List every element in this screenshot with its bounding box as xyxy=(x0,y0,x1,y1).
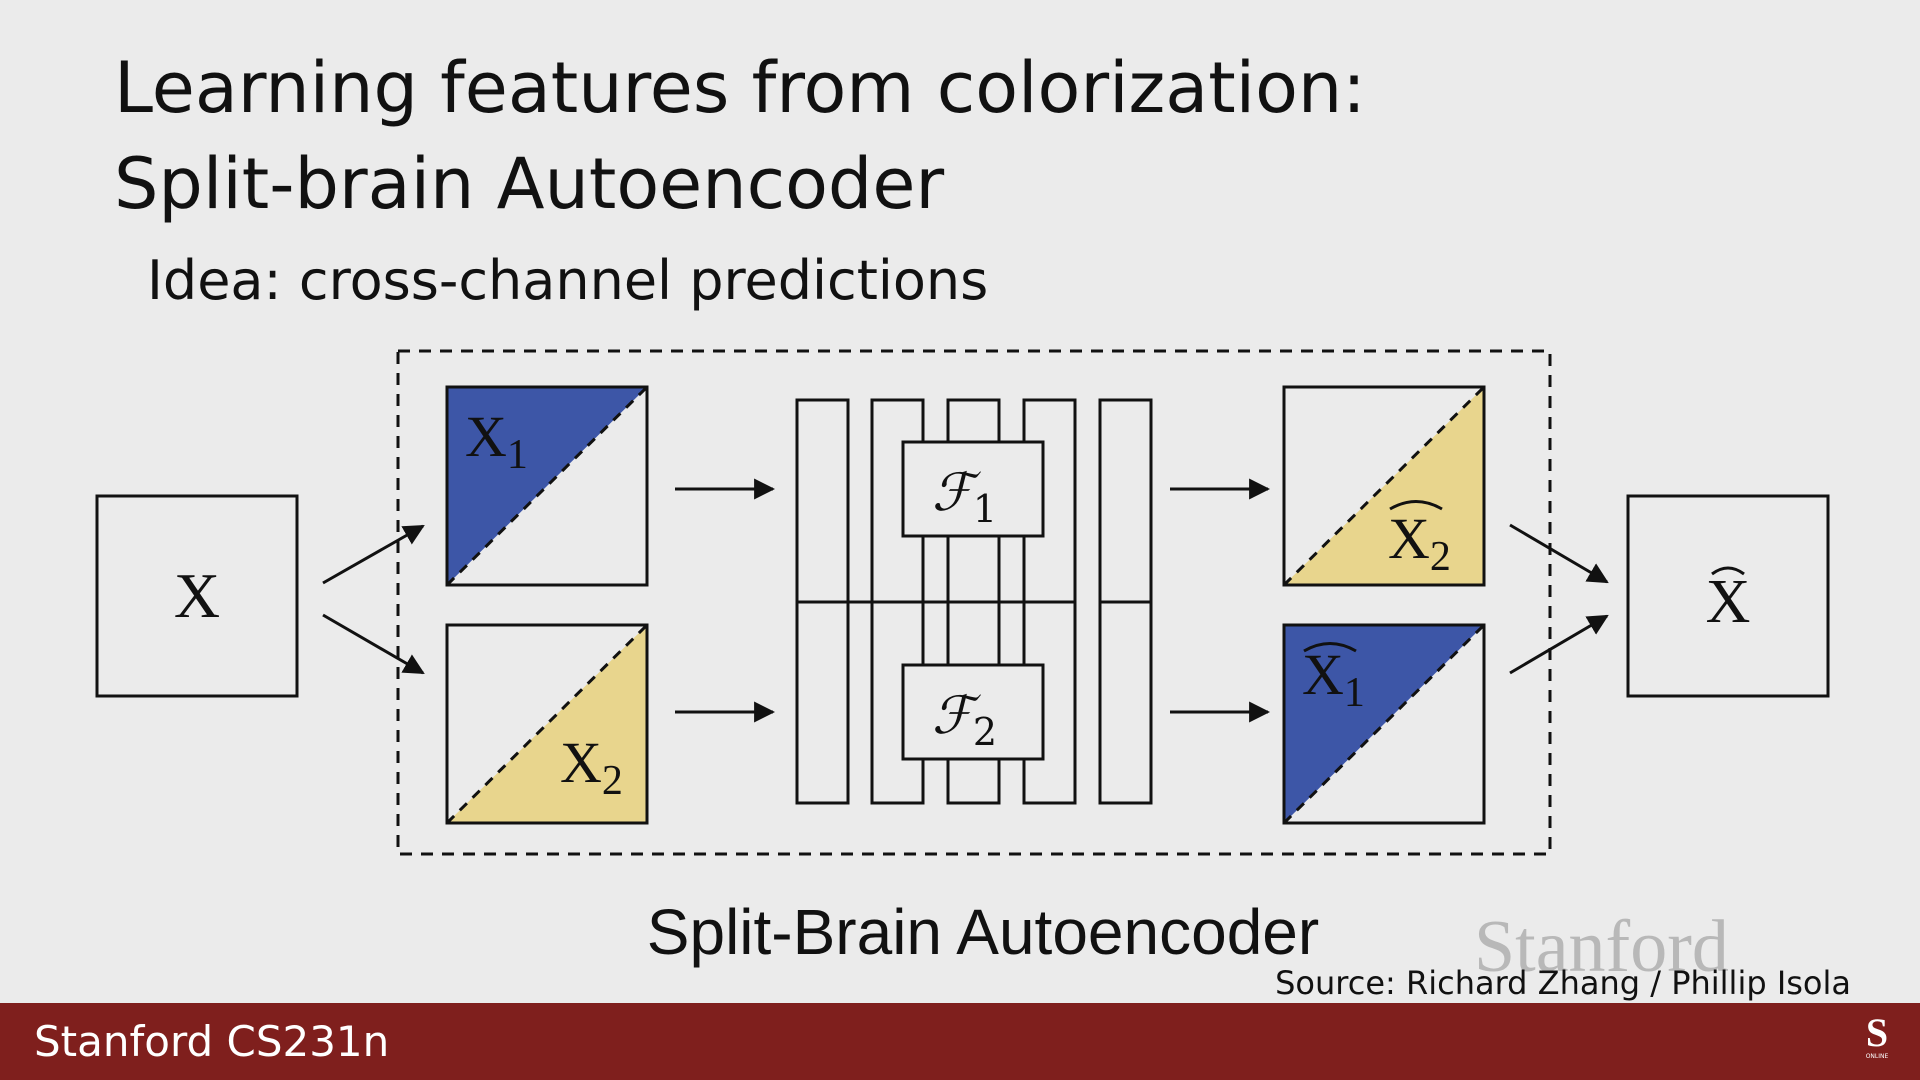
network-layers xyxy=(795,398,1153,805)
input-box xyxy=(95,494,299,698)
input-label: X xyxy=(174,560,220,631)
x2-hat-caret xyxy=(1389,500,1443,511)
logo-text: ONLINE xyxy=(1865,1053,1889,1060)
split-arrow-bottom xyxy=(322,613,425,675)
x2-diagonal xyxy=(445,623,649,825)
logo-glyph: S xyxy=(1865,1010,1889,1055)
output-label: X xyxy=(1706,568,1751,636)
title-line-1: Learning features from colorization: xyxy=(114,47,1366,129)
f2-label: ℱ2 xyxy=(932,686,997,754)
x1-hat-label: X1 xyxy=(1302,642,1365,716)
stanford-logo-icon: S ONLINE xyxy=(1862,1013,1892,1065)
merge-arrow-bottom xyxy=(1509,614,1609,675)
stanford-watermark: Stanford xyxy=(1474,906,1729,988)
x1-label: X1 xyxy=(465,404,528,478)
split-arrow-top xyxy=(322,524,425,585)
x1-diagonal xyxy=(445,385,649,587)
x2-label: X2 xyxy=(560,730,623,804)
diagram-caption: Split-Brain Autoencoder xyxy=(646,896,1320,968)
x1-hat-blue-region xyxy=(1284,625,1484,823)
f2-subnetwork: ℱ2 xyxy=(901,663,1045,761)
f1-subnetwork: ℱ1 xyxy=(901,440,1045,538)
source-citation: Source: Richard Zhang / Phillip Isola xyxy=(1275,964,1851,1002)
f1-label: ℱ1 xyxy=(932,463,997,531)
x2-hat-yellow-region xyxy=(1284,387,1484,585)
slide-subtitle: Idea: cross-channel predictions xyxy=(147,249,989,312)
x2-hat-box: X2 xyxy=(1282,385,1486,587)
network-boundary xyxy=(396,349,1552,856)
output-caret xyxy=(1711,566,1745,576)
x1-blue-region xyxy=(447,387,647,585)
split-brain-diagram: X X1 X2 ℱ1 ℱ2 xyxy=(95,349,1830,856)
x1-hat-caret xyxy=(1303,642,1357,653)
x2-yellow-region xyxy=(447,625,647,823)
merge-arrow-top xyxy=(1509,523,1609,584)
x1-hat-box: X1 xyxy=(1282,623,1486,825)
x1-channel-box: X1 xyxy=(445,385,649,587)
footer-bar: Stanford CS231n S ONLINE xyxy=(0,1003,1920,1080)
x2-channel-box: X2 xyxy=(445,623,649,825)
output-box: X xyxy=(1626,494,1830,698)
x2-hat-label: X2 xyxy=(1388,506,1451,580)
title-line-2: Split-brain Autoencoder xyxy=(114,143,945,225)
course-label: Stanford CS231n xyxy=(34,1017,390,1066)
slide-title: Learning features from colorization: Spl… xyxy=(114,40,1366,232)
